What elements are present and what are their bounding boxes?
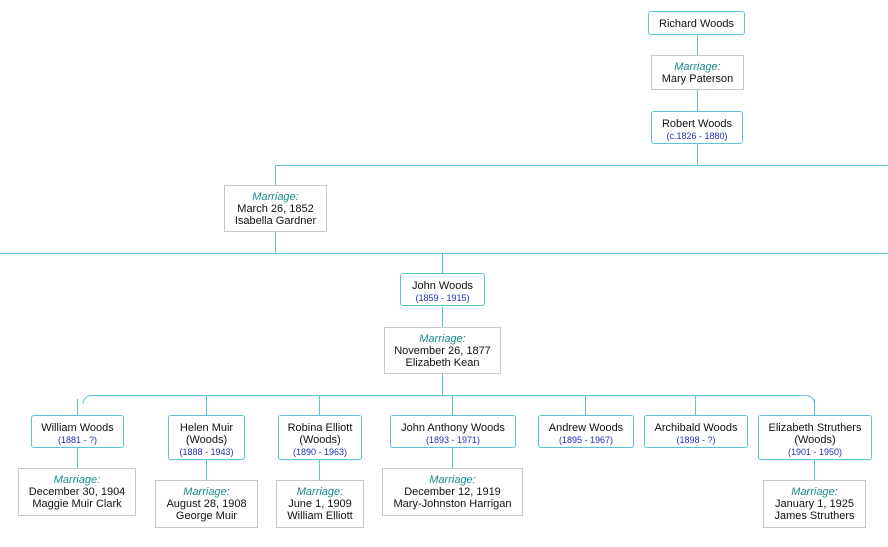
marriage-label: Marriage: bbox=[296, 486, 344, 498]
marriage-date: November 26, 1877 bbox=[394, 345, 491, 357]
marriage-label: Marriage: bbox=[252, 191, 299, 203]
marriage-label: Marriage: bbox=[429, 474, 476, 486]
person-name: Richard Woods bbox=[659, 18, 734, 30]
marriage-helen[interactable]: Marriage: August 28, 1908 George Muir bbox=[155, 480, 258, 528]
person-dates: (1881 - ?) bbox=[57, 435, 98, 445]
person-archibald-woods[interactable]: Archibald Woods (1898 - ?) bbox=[644, 415, 748, 448]
marriage-richard[interactable]: Marriage: Mary Paterson bbox=[651, 55, 744, 90]
person-name: Andrew Woods bbox=[548, 422, 624, 434]
marriage-spouse: George Muir bbox=[175, 510, 238, 522]
marriage-william[interactable]: Marriage: December 30, 1904 Maggie Muir … bbox=[18, 468, 136, 516]
person-dates: (1895 - 1967) bbox=[558, 435, 614, 445]
person-name: John Anthony Woods bbox=[401, 422, 505, 434]
marriage-date: March 26, 1852 bbox=[237, 203, 314, 215]
person-helen-muir[interactable]: Helen Muir (Woods) (1888 - 1943) bbox=[168, 415, 245, 460]
marriage-label: Marriage: bbox=[183, 486, 230, 498]
person-william-woods[interactable]: William Woods (1881 - ?) bbox=[31, 415, 124, 448]
marriage-spouse: Maggie Muir Clark bbox=[32, 498, 122, 510]
marriage-spouse: Mary-Johnston Harrigan bbox=[393, 498, 512, 510]
marriage-date: December 30, 1904 bbox=[28, 486, 126, 498]
marriage-label: Marriage: bbox=[674, 61, 721, 73]
marriage-date: June 1, 1909 bbox=[288, 498, 352, 510]
person-richard-woods[interactable]: Richard Woods bbox=[648, 11, 745, 35]
marriage-date: January 1, 1925 bbox=[775, 498, 854, 510]
marriage-spouse: Isabella Gardner bbox=[234, 215, 317, 227]
marriage-spouse: William Elliott bbox=[287, 510, 353, 522]
person-name: Robert Woods bbox=[661, 118, 733, 130]
marriage-robert[interactable]: Marriage: March 26, 1852 Isabella Gardne… bbox=[224, 185, 327, 232]
person-elizabeth-struthers[interactable]: Elizabeth Struthers (Woods) (1901 - 1950… bbox=[758, 415, 872, 460]
person-name: Robina Elliott bbox=[287, 422, 353, 434]
person-john-woods[interactable]: John Woods (1859 - 1915) bbox=[400, 273, 485, 306]
connector-children-rail bbox=[82, 395, 815, 405]
person-name: John Woods bbox=[412, 280, 473, 292]
person-maiden-name: (Woods) bbox=[794, 434, 836, 446]
person-name: William Woods bbox=[41, 422, 114, 434]
marriage-john[interactable]: Marriage: November 26, 1877 Elizabeth Ke… bbox=[384, 327, 501, 374]
person-robert-woods[interactable]: Robert Woods (c.1826 - 1880) bbox=[651, 111, 743, 144]
marriage-john-anthony[interactable]: Marriage: December 12, 1919 Mary-Johnsto… bbox=[382, 468, 523, 516]
marriage-label: Marriage: bbox=[791, 486, 838, 498]
marriage-spouse: James Struthers bbox=[774, 510, 855, 522]
person-john-anthony-woods[interactable]: John Anthony Woods (1893 - 1971) bbox=[390, 415, 516, 448]
person-dates: (1901 - 1950) bbox=[787, 447, 843, 457]
person-name: Helen Muir bbox=[179, 422, 234, 434]
person-andrew-woods[interactable]: Andrew Woods (1895 - 1967) bbox=[538, 415, 634, 448]
person-name: Archibald Woods bbox=[654, 422, 738, 434]
marriage-date: August 28, 1908 bbox=[166, 498, 247, 510]
person-maiden-name: (Woods) bbox=[299, 434, 341, 446]
person-dates: (1898 - ?) bbox=[676, 435, 716, 445]
person-dates: (1890 - 1963) bbox=[292, 447, 348, 457]
marriage-elizabeth[interactable]: Marriage: January 1, 1925 James Struther… bbox=[763, 480, 866, 528]
marriage-label: Marriage: bbox=[419, 333, 466, 345]
person-name: Elizabeth Struthers bbox=[768, 422, 862, 434]
marriage-spouse: Mary Paterson bbox=[661, 73, 734, 85]
person-dates: (c.1826 - 1880) bbox=[666, 131, 728, 141]
marriage-spouse: Elizabeth Kean bbox=[405, 357, 480, 369]
person-dates: (1888 - 1943) bbox=[179, 447, 234, 457]
person-dates: (1893 - 1971) bbox=[425, 435, 481, 445]
marriage-robina[interactable]: Marriage: June 1, 1909 William Elliott bbox=[276, 480, 364, 528]
person-robina-elliott[interactable]: Robina Elliott (Woods) (1890 - 1963) bbox=[278, 415, 362, 460]
marriage-date: December 12, 1919 bbox=[404, 486, 501, 498]
person-dates: (1859 - 1915) bbox=[415, 293, 470, 303]
marriage-label: Marriage: bbox=[53, 474, 101, 486]
person-maiden-name: (Woods) bbox=[185, 434, 228, 446]
